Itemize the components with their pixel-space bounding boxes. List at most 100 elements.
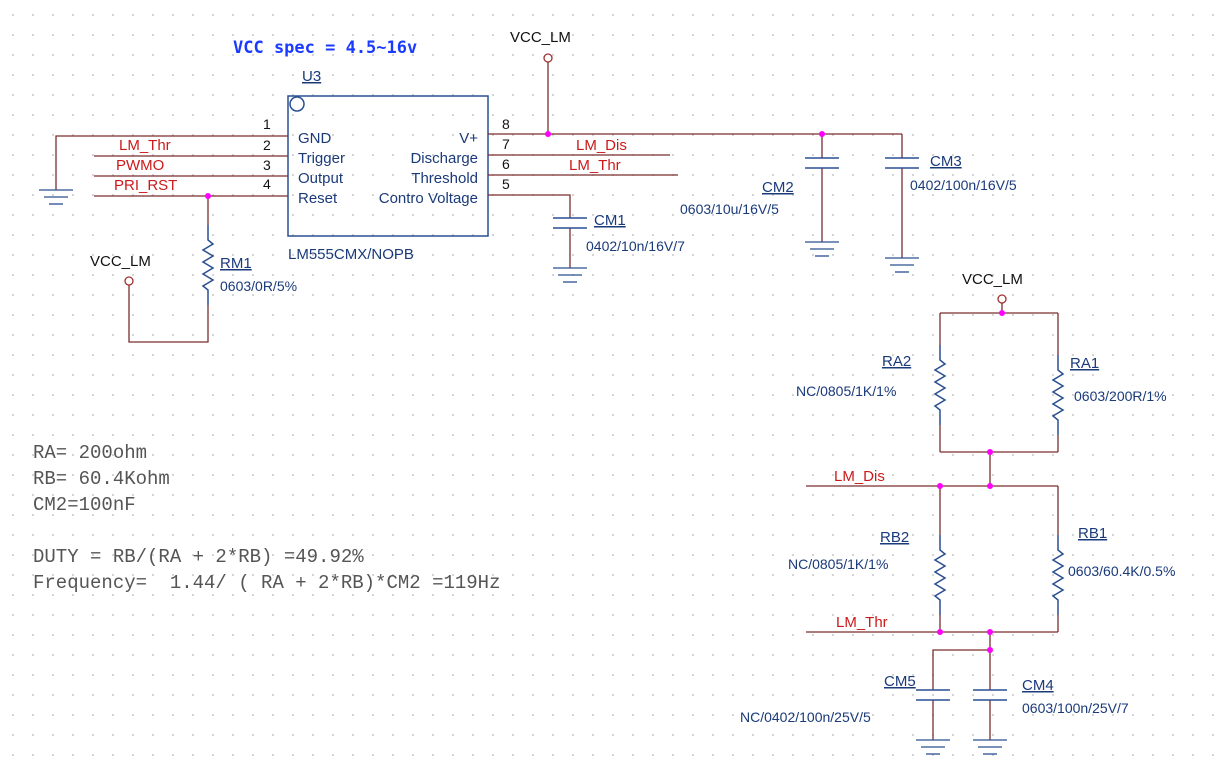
junction-dot-reset (205, 193, 211, 199)
ra1-value: 0603/200R/1% (1074, 388, 1167, 404)
pin-1-name: GND (298, 130, 332, 147)
resistor-zigzag-icon (201, 225, 215, 305)
top-right-wiring (547, 62, 903, 268)
cm3-capacitor[interactable]: CM3 0402/100n/16V/5 (885, 153, 1017, 193)
cm2-ref: CM2 (762, 179, 794, 196)
pin-3-name: Output (298, 170, 344, 187)
cm1-value: 0402/10n/16V/7 (586, 238, 685, 254)
pin-5-name: Contro Voltage (379, 190, 478, 207)
pin-8-name: V+ (459, 130, 478, 147)
note-duty: DUTY = RB/(RA + 2*RB) =49.92% (33, 546, 364, 568)
cm2-value: 0603/10u/16V/5 (680, 201, 779, 217)
power-label-vcc-left: VCC_LM (90, 253, 151, 270)
pin-1-number: 1 (263, 116, 271, 132)
pin-2-name: Trigger (298, 150, 345, 167)
ground-icon-cm5 (916, 739, 950, 755)
cm4-ref: CM4 (1022, 677, 1054, 694)
cm2-capacitor[interactable]: CM2 0603/10u/16V/5 (680, 157, 839, 217)
note-frequency: Frequency= 1.44/ ( RA + 2*RB)*CM2 =119Hz (33, 572, 500, 594)
junction-dot (987, 483, 993, 489)
junction-dot (937, 629, 943, 635)
ra2-resistor[interactable]: RA2 NC/0805/1K/1% (796, 345, 947, 425)
net-label-lm-thr-lower[interactable]: LM_Thr (836, 614, 888, 631)
pin-5-number: 5 (502, 176, 510, 192)
pin-4-number: 4 (263, 176, 271, 192)
power-port-icon (543, 53, 553, 63)
ra1-ref: RA1 (1070, 355, 1099, 372)
rb2-ref: RB2 (880, 529, 909, 546)
junction-dot-cm2 (819, 131, 825, 137)
pin-4-name: Reset (298, 190, 338, 207)
junction-dot (987, 449, 993, 455)
ra1-resistor[interactable]: RA1 0603/200R/1% (1051, 355, 1167, 435)
cm5-top-wire (932, 649, 990, 690)
u3-body (287, 95, 489, 237)
pin-3-number: 3 (263, 157, 271, 173)
power-port-icon (997, 294, 1007, 304)
rb1-value: 0603/60.4K/0.5% (1068, 563, 1175, 579)
net-label-lm-thr-left[interactable]: LM_Thr (119, 137, 171, 154)
rb1-ref: RB1 (1078, 525, 1107, 542)
ra2-value: NC/0805/1K/1% (796, 383, 896, 399)
pin-8-number: 8 (502, 116, 510, 132)
ground-icon-cm3 (885, 257, 919, 273)
net-label-lm-dis-lower[interactable]: LM_Dis (834, 468, 885, 485)
power-port-vcc-right[interactable]: VCC_LM (962, 271, 1023, 304)
note-rb: RB= 60.4Kohm (33, 468, 170, 490)
rm1-ref: RM1 (220, 255, 252, 272)
resistor-zigzag-icon (933, 535, 947, 615)
ra2-ref: RA2 (882, 353, 911, 370)
cm4-capacitor[interactable]: CM4 0603/100n/25V/7 (973, 677, 1129, 716)
junction-dot (999, 310, 1005, 316)
note-cm2: CM2=100nF (33, 494, 136, 516)
resistor-zigzag-icon (1051, 355, 1065, 435)
junction-dot (937, 483, 943, 489)
junction-dot (987, 647, 993, 653)
design-notes: RA= 200ohm RB= 60.4Kohm CM2=100nF DUTY =… (33, 442, 500, 594)
rb2-resistor[interactable]: RB2 NC/0805/1K/1% (788, 529, 947, 615)
pin-7-number: 7 (502, 136, 510, 152)
cm3-value: 0402/100n/16V/5 (910, 177, 1017, 193)
note-ra: RA= 200ohm (33, 442, 147, 464)
power-label-vcc-top: VCC_LM (510, 29, 571, 46)
cm5-value: NC/0402/100n/25V/5 (740, 709, 871, 725)
rm1-bottom-wire (128, 285, 209, 343)
rb1-resistor[interactable]: RB1 0603/60.4K/0.5% (1051, 525, 1175, 615)
cm3-ref: CM3 (930, 153, 962, 170)
rm1-value: 0603/0R/5% (220, 278, 297, 294)
resistor-zigzag-icon (933, 345, 947, 425)
power-port-vcc-top[interactable]: VCC_LM (510, 29, 571, 63)
ctrl-voltage-wire (548, 194, 571, 218)
u3-timer-ic[interactable]: U3 LM555CMX/NOPB 1 2 3 4 GND Trigger Out… (248, 68, 548, 263)
vcc-spec-note: VCC spec = 4.5~16v (233, 38, 417, 58)
power-port-vcc-left[interactable]: VCC_LM (90, 253, 151, 286)
resistor-zigzag-icon (1051, 535, 1065, 615)
cm1-capacitor[interactable]: CM1 0402/10n/16V/7 (553, 212, 685, 254)
cm4-value: 0603/100n/25V/7 (1022, 700, 1129, 716)
ground-icon-cm1 (553, 267, 587, 283)
u3-ref: U3 (302, 68, 321, 85)
u3-part-number: LM555CMX/NOPB (288, 246, 414, 263)
power-label-vcc-right: VCC_LM (962, 271, 1023, 288)
gnd-wire-pin1 (55, 135, 248, 190)
cm1-ref: CM1 (594, 212, 626, 229)
cm5-ref: CM5 (884, 673, 916, 690)
pin-6-name: Threshold (411, 170, 478, 187)
net-label-pri-rst[interactable]: PRI_RST (114, 177, 177, 194)
ground-icon-cm2 (805, 241, 839, 257)
cm5-capacitor[interactable]: CM5 NC/0402/100n/25V/5 (740, 673, 950, 725)
pin-2-number: 2 (263, 137, 271, 153)
net-label-lm-dis-right[interactable]: LM_Dis (576, 137, 627, 154)
left-wiring (55, 135, 248, 343)
net-label-lm-thr-right[interactable]: LM_Thr (569, 157, 621, 174)
junction-dot (987, 629, 993, 635)
ground-icon-left (39, 189, 73, 205)
rb2-value: NC/0805/1K/1% (788, 556, 888, 572)
ground-icon-cm4 (973, 739, 1007, 755)
lower-right-wiring (806, 303, 1059, 740)
junction-dot-vplus (545, 131, 551, 137)
net-label-pwmo[interactable]: PWMO (116, 157, 164, 174)
rm1-resistor[interactable]: RM1 0603/0R/5% (201, 225, 297, 305)
power-port-icon (124, 276, 134, 286)
